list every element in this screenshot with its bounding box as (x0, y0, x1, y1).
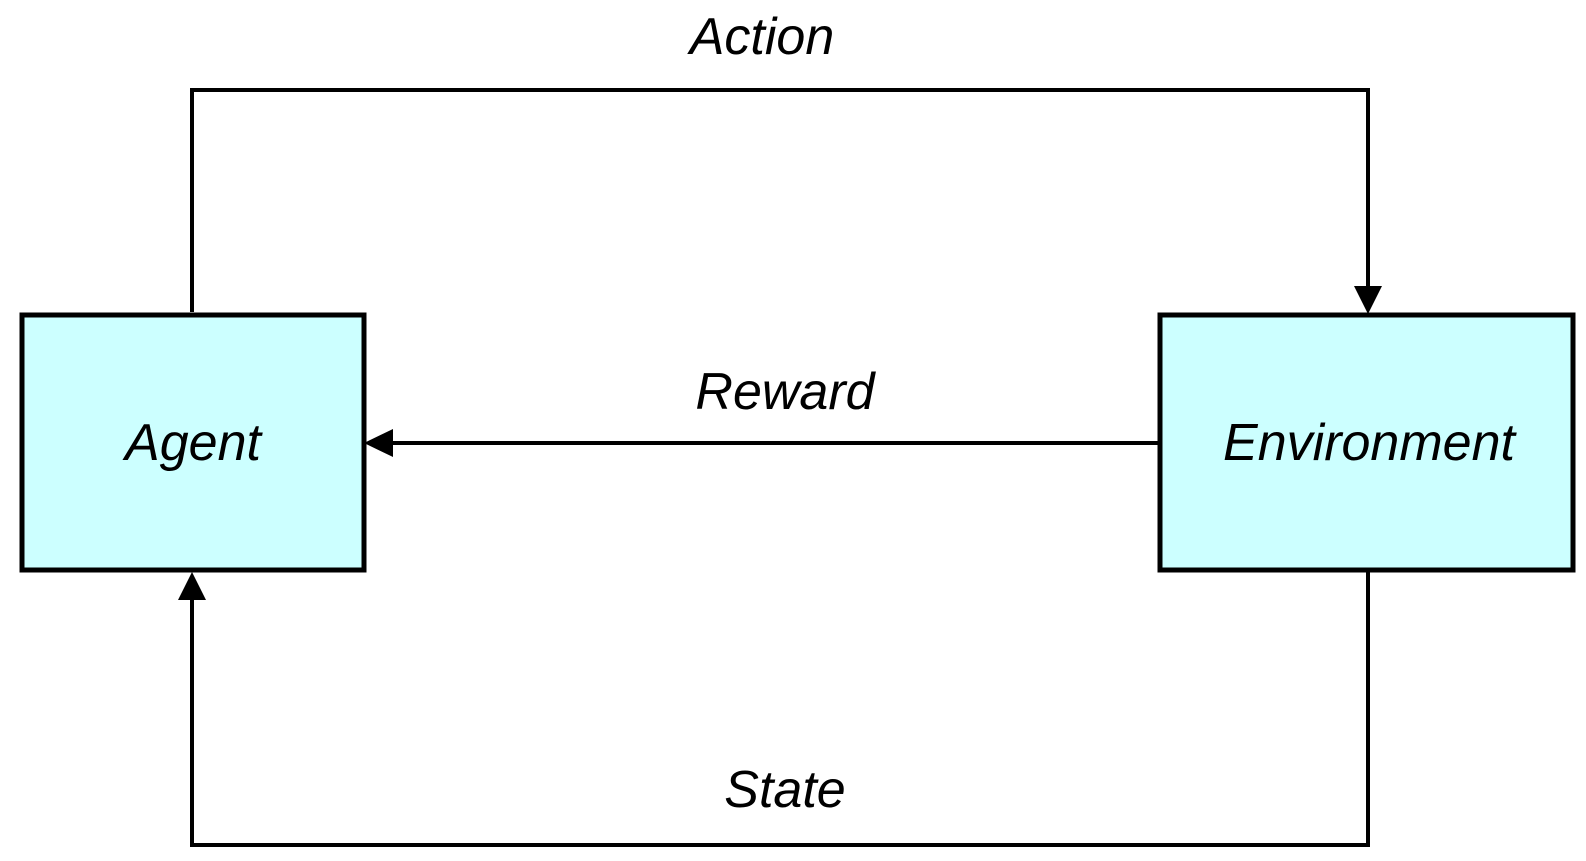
reward-edge: Reward (364, 363, 1162, 457)
environment-node: Environment (1157, 312, 1576, 573)
environment-box (1157, 312, 1576, 573)
state-arrowhead (178, 572, 206, 600)
agent-node: Agent (19, 312, 367, 573)
action-connector (190, 88, 1370, 312)
state-edge: State (178, 568, 1370, 847)
reward-label: Reward (695, 363, 876, 421)
state-label: State (724, 761, 845, 819)
action-label: Action (687, 8, 835, 66)
action-arrowhead (1354, 286, 1382, 314)
action-edge: Action (190, 8, 1382, 314)
agent-label: Agent (122, 414, 263, 472)
agent-box (19, 312, 367, 573)
reward-arrowhead (364, 429, 393, 457)
environment-label: Environment (1223, 414, 1517, 472)
state-connector (190, 568, 1370, 847)
